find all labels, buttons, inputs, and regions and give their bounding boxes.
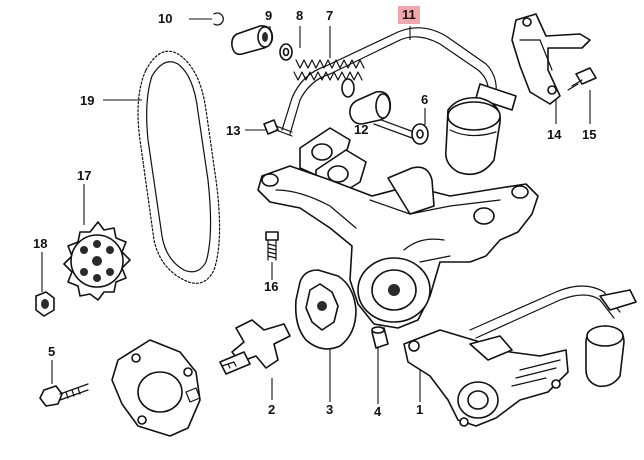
part-8-washer xyxy=(279,43,293,61)
part-13-bolt xyxy=(263,119,293,137)
callout-17[interactable]: 17 xyxy=(77,168,92,183)
callout-1[interactable]: 1 xyxy=(416,402,424,417)
part-17-sprocket xyxy=(63,221,131,301)
callout-3[interactable]: 3 xyxy=(326,402,334,417)
callout-13[interactable]: 13 xyxy=(226,123,241,138)
part-3-rotor xyxy=(294,269,357,350)
part-1-pump-body xyxy=(403,285,637,427)
part-5-bolt xyxy=(39,383,89,407)
callout-19[interactable]: 19 xyxy=(80,93,95,108)
callout-18[interactable]: 18 xyxy=(33,236,48,251)
callout-12[interactable]: 12 xyxy=(354,122,369,137)
callout-11-highlighted[interactable]: 11 xyxy=(398,6,420,24)
callout-5[interactable]: 5 xyxy=(48,344,56,359)
callout-9[interactable]: 9 xyxy=(265,8,273,23)
part-16-bolt xyxy=(265,231,279,261)
part-2-shaft xyxy=(219,319,291,375)
callout-15[interactable]: 15 xyxy=(582,127,597,142)
part-11-pipe xyxy=(281,27,517,176)
pump-cover xyxy=(111,339,201,437)
oil-pump-housing xyxy=(257,165,539,329)
part-4-dowel xyxy=(371,326,389,349)
callout-7[interactable]: 7 xyxy=(326,8,334,23)
callout-10[interactable]: 10 xyxy=(158,11,173,26)
part-19-chain xyxy=(137,50,221,284)
part-9-bushing xyxy=(231,25,274,56)
part-14-bracket xyxy=(511,13,591,105)
callout-14[interactable]: 14 xyxy=(547,127,562,142)
callout-6[interactable]: 6 xyxy=(421,92,429,107)
part-6-bolt xyxy=(373,117,429,145)
callout-8[interactable]: 8 xyxy=(296,8,304,23)
callout-2[interactable]: 2 xyxy=(268,402,276,417)
part-12-sleeve xyxy=(349,90,392,125)
part-18-nut xyxy=(35,291,55,317)
callout-16[interactable]: 16 xyxy=(264,279,279,294)
part-15-bolt xyxy=(567,67,597,91)
callout-4[interactable]: 4 xyxy=(374,404,382,419)
part-10-circlip xyxy=(213,12,224,26)
